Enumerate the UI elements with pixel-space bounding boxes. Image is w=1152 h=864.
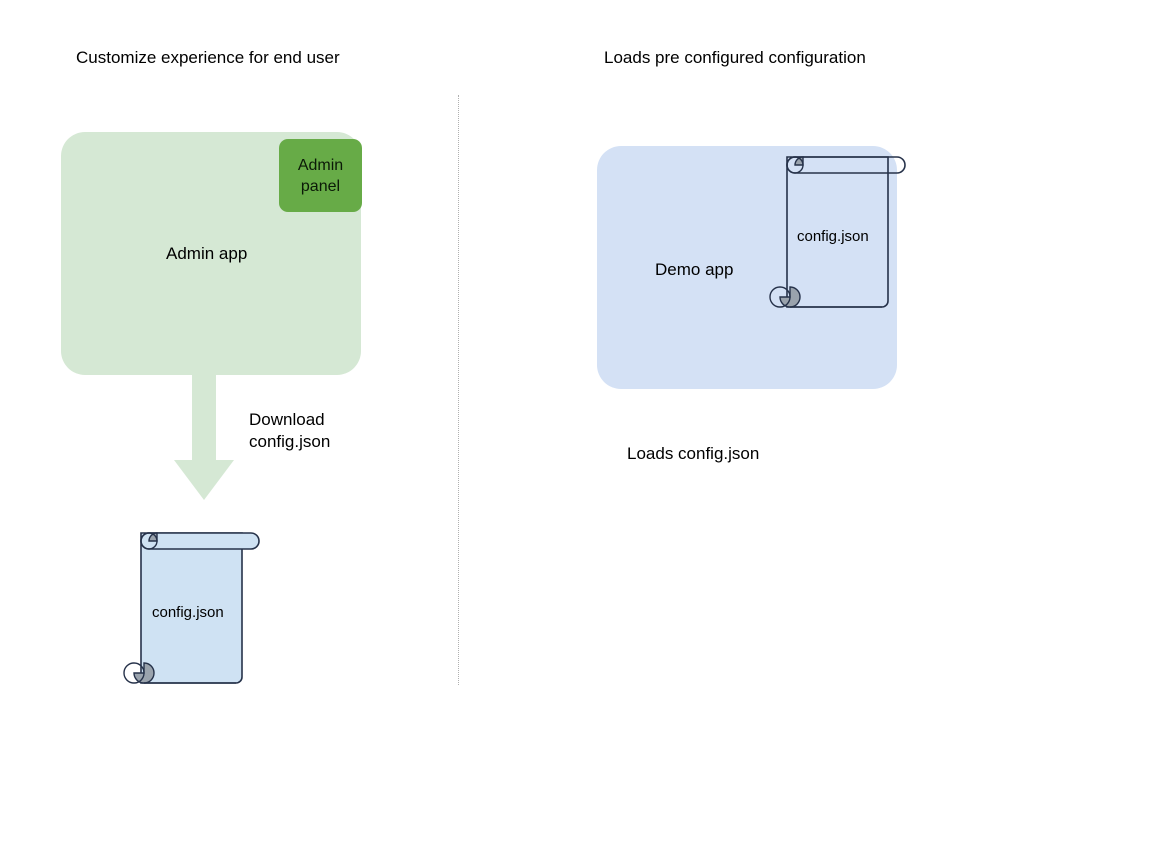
vertical-dotted-divider-icon	[458, 95, 459, 685]
admin-panel-button[interactable]: Admin panel	[279, 139, 362, 212]
config-json-scroll-icon-left[interactable]	[118, 528, 268, 690]
loads-config-caption: Loads config.json	[627, 444, 760, 463]
download-arrow-label-line2: config.json	[249, 432, 331, 451]
admin-panel-label-line2: panel	[300, 177, 341, 195]
right-column-heading: Loads pre configured configuration	[604, 48, 866, 67]
admin-panel-label-line1: Admin	[297, 156, 344, 174]
demo-app-container	[597, 146, 897, 389]
config-json-label-left: config.json	[152, 604, 224, 621]
download-arrow-label: Download config.json	[249, 409, 330, 453]
download-arrow-label-line1: Download	[249, 410, 325, 429]
admin-app-label: Admin app	[166, 244, 248, 263]
config-json-scroll-icon-right[interactable]	[764, 152, 914, 314]
config-json-label-right: config.json	[797, 228, 869, 245]
download-arrow-icon	[174, 370, 234, 500]
demo-app-label: Demo app	[655, 260, 734, 279]
left-column-heading: Customize experience for end user	[76, 48, 340, 67]
